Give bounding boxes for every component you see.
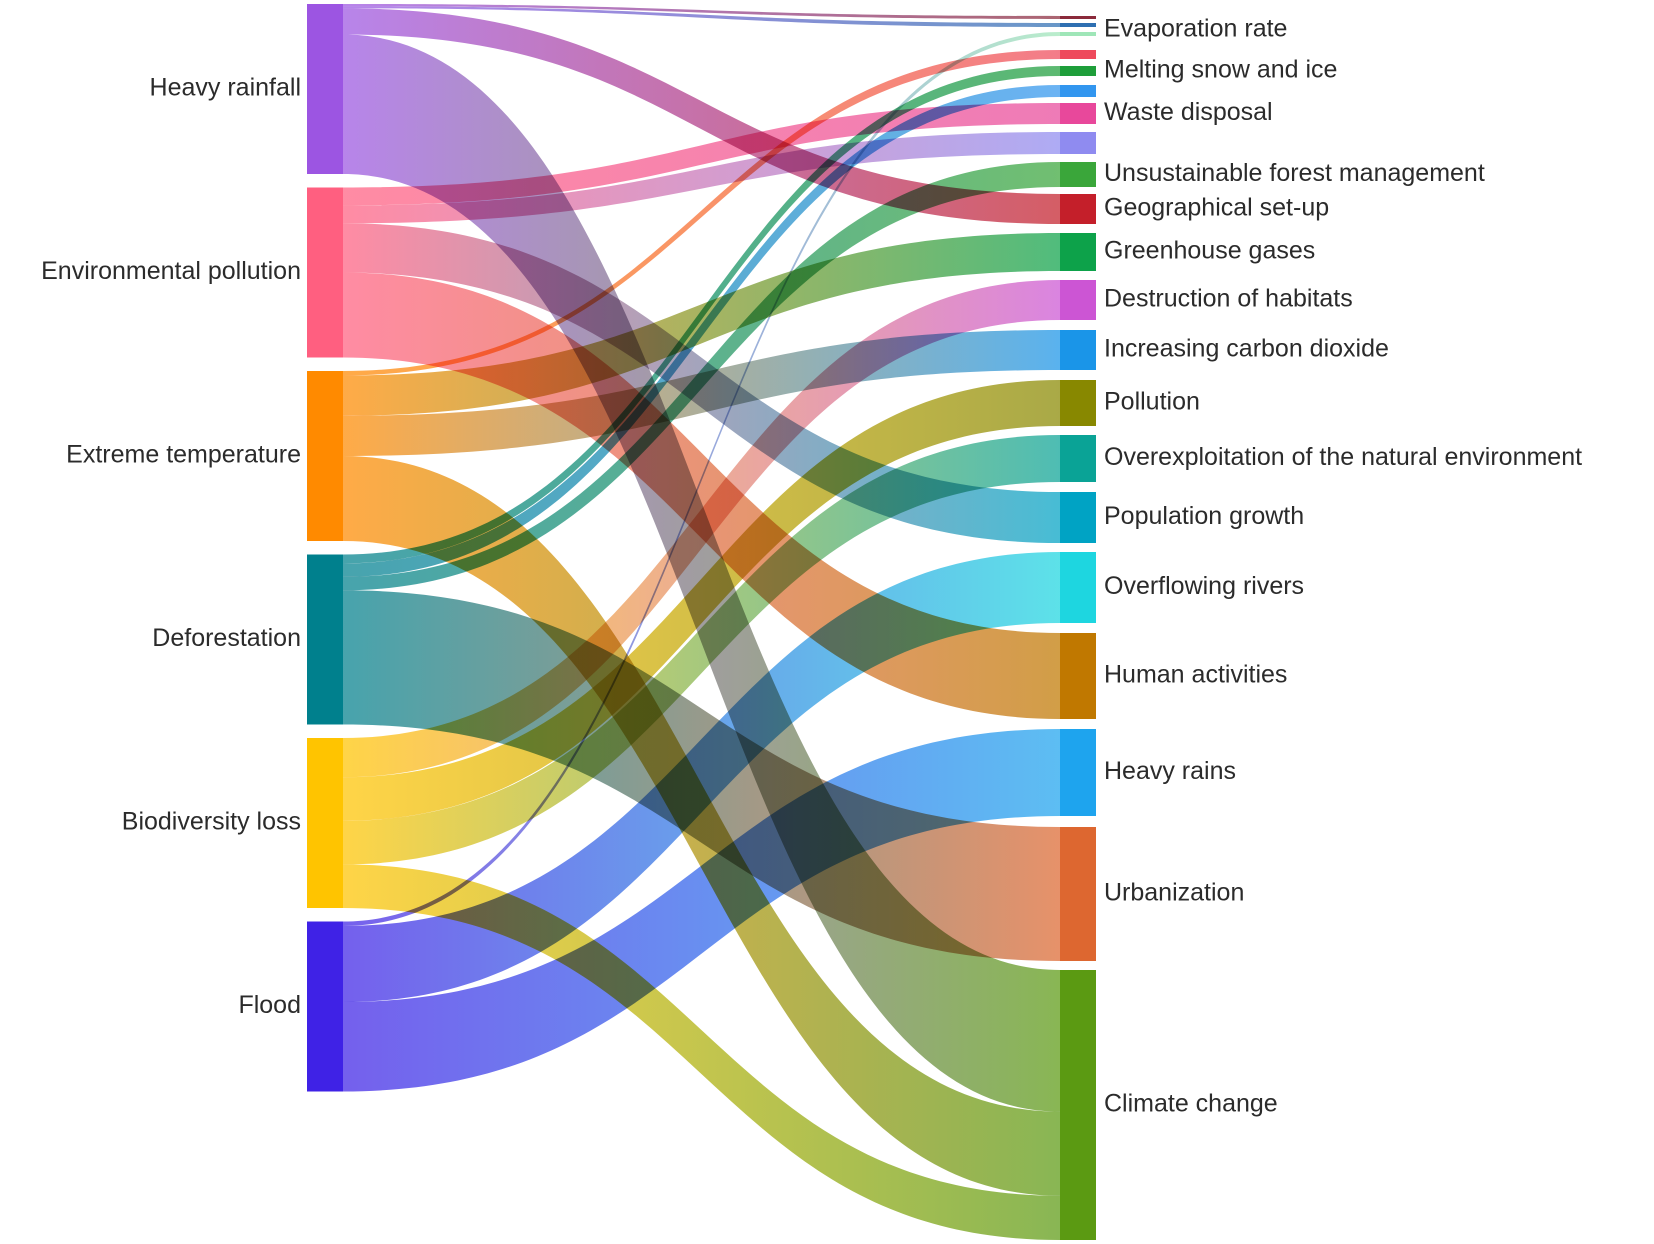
diagram-nodes xyxy=(307,4,1096,1240)
source-label-extreme_temp: Extreme temperature xyxy=(66,441,301,469)
target-node-greenhouse_gases xyxy=(1060,233,1096,271)
link-biodiversity_loss-to-climate_change xyxy=(343,864,1060,1240)
target-node-population_growth xyxy=(1060,492,1096,543)
target-label-evaporation_rate: Evaporation rate xyxy=(1104,15,1287,43)
link-biodiversity_loss-to-destruction_habitats xyxy=(343,280,1060,778)
target-label-destruction_habitats: Destruction of habitats xyxy=(1104,285,1353,313)
link-extreme_temp-to-t_red xyxy=(343,50,1060,376)
target-label-pollution: Pollution xyxy=(1104,388,1200,416)
link-heavy_rainfall-to-climate_change xyxy=(343,34,1060,1112)
source-label-biodiversity_loss: Biodiversity loss xyxy=(122,808,301,836)
target-node-waste_disposal xyxy=(1060,103,1096,124)
target-node-t_red xyxy=(1060,50,1096,59)
link-heavy_rainfall-to-geographical_setup xyxy=(343,8,1060,224)
target-label-unsustainable_forest: Unsustainable forest management xyxy=(1104,159,1485,187)
target-node-evaporation_rate xyxy=(1060,32,1096,36)
source-label-deforestation: Deforestation xyxy=(152,624,301,652)
target-node-climate_change xyxy=(1060,970,1096,1240)
link-heavy_rainfall-to-t_top2 xyxy=(343,6,1060,27)
link-deforestation-to-unsustainable_forest xyxy=(343,162,1060,591)
link-biodiversity_loss-to-pollution xyxy=(343,380,1060,821)
flow-links xyxy=(343,4,1060,1240)
source-node-env_pollution xyxy=(307,187,343,358)
link-flood-to-evaporation_rate xyxy=(343,32,1060,926)
target-label-geographical_setup: Geographical set-up xyxy=(1104,194,1329,222)
target-node-unsustainable_forest xyxy=(1060,162,1096,187)
target-label-population_growth: Population growth xyxy=(1104,502,1304,530)
target-node-t_blue xyxy=(1060,85,1096,97)
link-biodiversity_loss-to-overexploitation xyxy=(343,435,1060,865)
target-label-overflowing_rivers: Overflowing rivers xyxy=(1104,572,1304,600)
source-node-deforestation xyxy=(307,554,343,725)
link-deforestation-to-t_blue xyxy=(343,85,1060,577)
target-node-t_lavender xyxy=(1060,132,1096,154)
source-node-extreme_temp xyxy=(307,371,343,541)
link-flood-to-overflowing_rivers xyxy=(343,552,1060,1003)
source-node-biodiversity_loss xyxy=(307,738,343,908)
link-heavy_rainfall-to-t_top1 xyxy=(343,4,1060,19)
source-label-env_pollution: Environmental pollution xyxy=(41,257,301,285)
target-node-increasing_co2 xyxy=(1060,330,1096,370)
target-label-heavy_rains: Heavy rains xyxy=(1104,757,1236,785)
target-node-human_activities xyxy=(1060,633,1096,719)
target-label-melting_snow: Melting snow and ice xyxy=(1104,56,1337,84)
source-node-flood xyxy=(307,921,343,1092)
target-node-overexploitation xyxy=(1060,435,1096,482)
target-label-human_activities: Human activities xyxy=(1104,661,1287,689)
target-node-urbanization xyxy=(1060,827,1096,961)
target-label-increasing_co2: Increasing carbon dioxide xyxy=(1104,335,1389,363)
source-node-heavy_rainfall xyxy=(307,4,343,174)
target-node-melting_snow xyxy=(1060,66,1096,76)
target-node-t_top1 xyxy=(1060,16,1096,19)
link-deforestation-to-melting_snow xyxy=(343,66,1060,564)
target-label-waste_disposal: Waste disposal xyxy=(1104,98,1273,126)
target-node-geographical_setup xyxy=(1060,194,1096,224)
link-env_pollution-to-t_lavender xyxy=(343,132,1060,224)
target-node-destruction_habitats xyxy=(1060,280,1096,320)
target-label-overexploitation: Overexploitation of the natural environm… xyxy=(1104,443,1582,471)
target-node-heavy_rains xyxy=(1060,729,1096,816)
target-node-t_top2 xyxy=(1060,23,1096,27)
source-label-flood: Flood xyxy=(238,991,301,1019)
source-label-heavy_rainfall: Heavy rainfall xyxy=(150,74,301,102)
target-label-climate_change: Climate change xyxy=(1104,1090,1278,1118)
target-node-pollution xyxy=(1060,380,1096,426)
target-label-urbanization: Urbanization xyxy=(1104,879,1244,907)
target-label-greenhouse_gases: Greenhouse gases xyxy=(1104,237,1315,265)
target-node-overflowing_rivers xyxy=(1060,552,1096,623)
link-flood-to-heavy_rains xyxy=(343,729,1060,1092)
